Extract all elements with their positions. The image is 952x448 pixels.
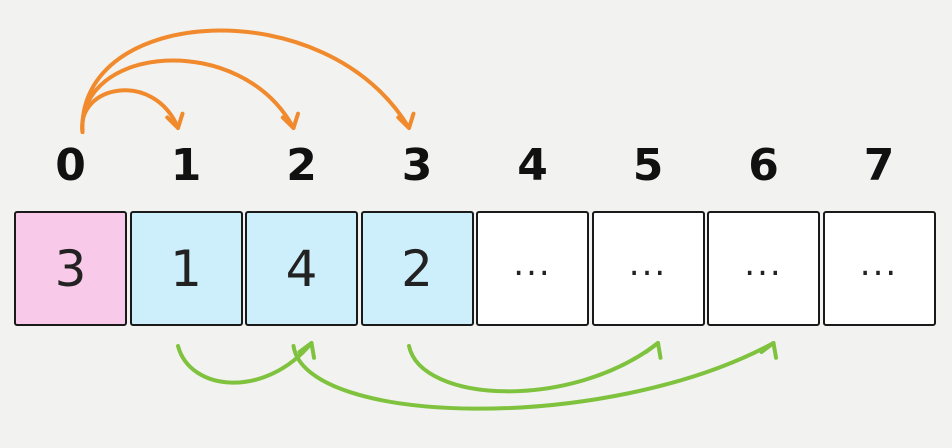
array-cell-5: ...	[591, 211, 705, 326]
jump-arrow-0-to-1	[80, 88, 185, 134]
jump-arrow-3-to-5	[407, 341, 663, 394]
index-label-3: 3	[401, 140, 433, 191]
array-cell-1: 1	[129, 211, 243, 326]
array-cell-4: ...	[476, 211, 589, 326]
jump-arrow-0-to-3	[80, 28, 416, 134]
array-cell-0: 3	[14, 211, 127, 326]
array-cell-2: 4	[245, 211, 358, 326]
jump-arrow-1-to-2	[176, 341, 317, 385]
array-cell-6: ...	[707, 211, 820, 326]
array-cell-3: 2	[360, 211, 474, 326]
index-label-7: 7	[863, 140, 895, 191]
index-label-1: 1	[170, 140, 202, 191]
index-label-2: 2	[286, 140, 317, 191]
index-label-5: 5	[632, 140, 664, 191]
index-label-0: 0	[55, 140, 86, 191]
array-cell-7: ...	[822, 211, 936, 326]
index-label-4: 4	[517, 140, 548, 191]
jump-arrow-2-to-6	[291, 341, 779, 411]
index-label-6: 6	[748, 140, 779, 191]
jump-arrow-0-to-2	[80, 58, 301, 134]
